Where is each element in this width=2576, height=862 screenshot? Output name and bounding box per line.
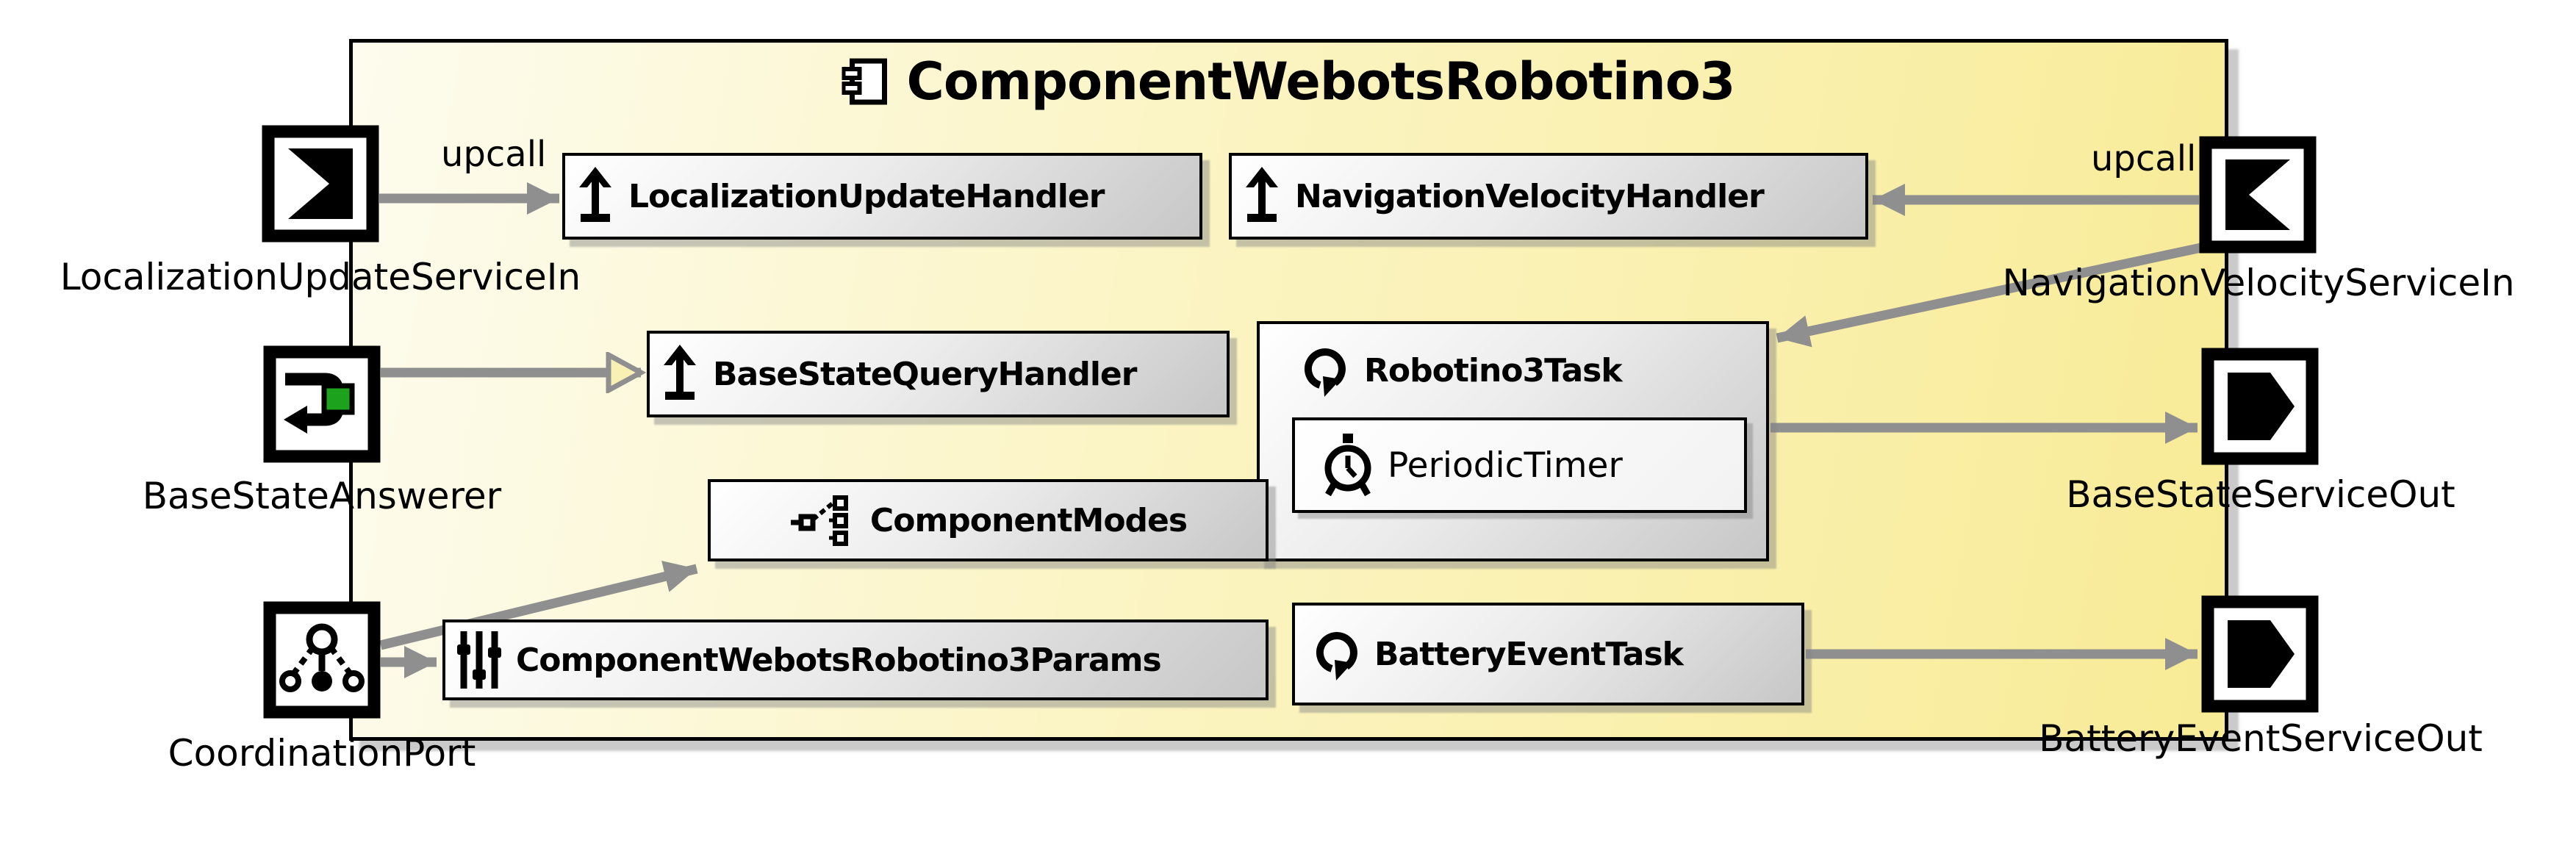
service-out-glyph	[2228, 373, 2295, 440]
port-coordination[interactable]	[263, 601, 381, 719]
box-label: PeriodicTimer	[1388, 445, 1623, 486]
connector-navigation-to-task[interactable]	[1776, 243, 2203, 348]
coordination-glyph	[279, 623, 365, 692]
connector-coordination-to-modes[interactable]	[379, 560, 698, 650]
box-localization-update-handler[interactable]: LocalizationUpdateHandler	[562, 153, 1202, 240]
component-title-text: ComponentWebotsRobotino3	[906, 51, 1735, 112]
box-periodic-timer[interactable]: PeriodicTimer	[1292, 417, 1747, 513]
task-loop-icon	[1304, 348, 1346, 397]
box-battery-event-task[interactable]: BatteryEventTask	[1292, 603, 1804, 705]
port-localization-update-service-in[interactable]	[262, 125, 379, 243]
port-base-state-answerer[interactable]	[263, 345, 381, 463]
params-sliders-icon	[457, 631, 501, 689]
port-label-battery-event-service-out: BatteryEventServiceOut	[2039, 717, 2483, 760]
box-label: ComponentWebotsRobotino3Params	[516, 641, 1162, 679]
service-in-glyph	[2225, 159, 2290, 230]
timer-clock-icon	[1324, 434, 1371, 497]
port-battery-event-service-out[interactable]	[2201, 595, 2319, 713]
box-navigation-velocity-handler[interactable]: NavigationVelocityHandler	[1229, 153, 1868, 240]
answerer-loop-glyph	[284, 373, 355, 434]
port-label-coordination-port: CoordinationPort	[168, 732, 476, 775]
port-base-state-service-out[interactable]	[2201, 348, 2319, 465]
service-out-glyph	[2228, 620, 2295, 688]
upcall-arrow-icon	[579, 167, 611, 222]
box-label: Robotino3Task	[1364, 351, 1623, 389]
box-label: NavigationVelocityHandler	[1295, 177, 1765, 215]
upcall-label-right: upcall	[2091, 138, 2197, 179]
port-label-base-state-answerer: BaseStateAnswerer	[142, 475, 502, 517]
box-label: LocalizationUpdateHandler	[628, 177, 1105, 215]
upcall-arrow-icon	[664, 345, 696, 400]
port-label-navigation-velocity-service-in: NavigationVelocityServiceIn	[2002, 262, 2515, 304]
service-in-glyph	[288, 148, 353, 219]
box-label: BatteryEventTask	[1374, 635, 1684, 673]
box-label: ComponentModes	[869, 501, 1188, 539]
port-navigation-velocity-service-in[interactable]	[2199, 136, 2317, 254]
modes-tree-icon	[790, 495, 848, 546]
component-title: ComponentWebotsRobotino3	[842, 51, 1736, 112]
port-label-localization-update-service-in: LocalizationUpdateServiceIn	[60, 256, 581, 298]
box-component-params[interactable]: ComponentWebotsRobotino3Params	[442, 619, 1269, 700]
box-component-modes[interactable]: ComponentModes	[708, 479, 1269, 561]
upcall-label-left: upcall	[441, 134, 547, 175]
upcall-arrow-icon	[1246, 167, 1278, 222]
port-label-base-state-service-out: BaseStateServiceOut	[2066, 473, 2455, 516]
box-label: BaseStateQueryHandler	[713, 355, 1137, 393]
task-loop-icon	[1316, 632, 1357, 680]
box-base-state-query-handler[interactable]: BaseStateQueryHandler	[647, 331, 1230, 417]
uml-component-icon	[842, 58, 887, 105]
